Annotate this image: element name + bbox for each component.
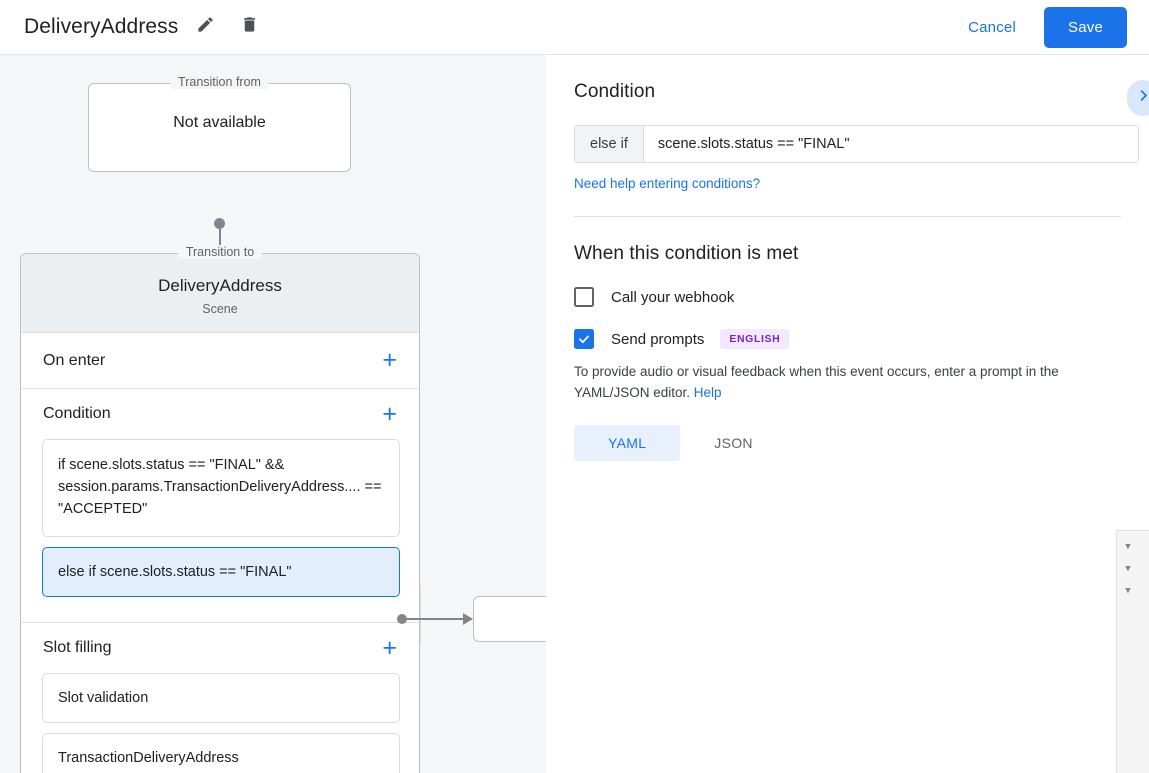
fold-arrow-icon[interactable]: ▼ (1125, 586, 1131, 596)
details-panel: Condition else if scene.slots.status == … (546, 55, 1149, 773)
line-number: 1 (1139, 540, 1149, 555)
chevron-right-icon (1136, 88, 1149, 108)
transition-from-card: Transition from Not available (88, 75, 351, 172)
line-number: 2 (1139, 562, 1149, 577)
gutter-line[interactable]: ▼1 (1117, 536, 1149, 558)
slot-item-transaction-delivery-address[interactable]: TransactionDeliveryAddress (42, 733, 400, 773)
transition-to-header: Transition to DeliveryAddress Scene (21, 245, 419, 333)
connector-dot (214, 218, 225, 229)
transition-from-value: Not available (173, 114, 266, 131)
delete-button[interactable] (232, 10, 266, 44)
section-condition-title: Condition (43, 405, 111, 422)
prompts-help-link[interactable]: Help (693, 385, 722, 400)
canvas-guide-line (420, 585, 421, 645)
section-slot-filling-title: Slot filling (43, 639, 112, 656)
section-on-enter-title: On enter (43, 351, 106, 369)
collapse-panel-button[interactable] (1127, 80, 1149, 116)
condition-help-link[interactable]: Need help entering conditions? (574, 176, 761, 191)
prompts-hint: To provide audio or visual feedback when… (574, 361, 1121, 403)
cancel-button[interactable]: Cancel (968, 18, 1016, 36)
panel-divider (574, 216, 1121, 217)
edge-source-dot (397, 614, 407, 624)
language-badge: ENGLISH (720, 329, 790, 349)
add-condition-icon[interactable]: + (382, 399, 397, 428)
call-webhook-checkbox[interactable] (574, 287, 594, 307)
edge-line (405, 618, 468, 620)
when-met-heading: When this condition is met (574, 243, 799, 264)
pencil-icon (196, 15, 215, 39)
tab-json[interactable]: JSON (714, 435, 753, 451)
condition-input-group[interactable]: else if scene.slots.status == "FINAL" (574, 125, 1139, 163)
condition-item-if[interactable]: if scene.slots.status == "FINAL" && sess… (42, 439, 400, 537)
webhook-row[interactable]: Call your webhook (574, 287, 1121, 307)
condition-section: Condition else if scene.slots.status == … (546, 55, 1149, 217)
yaml-editor[interactable]: ▼1 ▼2 ▼3 4 5 candidates: - first_simple:… (1116, 530, 1149, 773)
transition-to-card: Transition to DeliveryAddress Scene On e… (20, 245, 420, 773)
save-button[interactable]: Save (1044, 6, 1127, 48)
send-prompts-label: Send prompts (611, 330, 705, 348)
condition-item-else-if[interactable]: else if scene.slots.status == "FINAL" (42, 547, 400, 597)
section-condition: Condition + if scene.slots.status == "FI… (21, 389, 419, 623)
add-on-enter-icon[interactable]: + (382, 346, 397, 374)
when-condition-met-section: When this condition is met Call your web… (546, 217, 1149, 461)
line-number: 3 (1139, 584, 1149, 599)
scene-name: DeliveryAddress (158, 276, 282, 295)
editor-format-tabs: YAML JSON (574, 425, 1121, 461)
flow-canvas: Transition from Not available Transition… (0, 55, 546, 773)
call-webhook-label: Call your webhook (611, 288, 735, 306)
slot-item-validation[interactable]: Slot validation (42, 673, 400, 723)
editor-gutter: ▼1 ▼2 ▼3 4 5 (1117, 531, 1149, 773)
section-slot-filling: Slot filling + Slot validation Transacti… (21, 623, 419, 773)
scene-type: Scene (202, 302, 238, 316)
line-number: 5 (1139, 628, 1149, 643)
send-prompts-checkbox[interactable] (574, 329, 594, 349)
edit-name-button[interactable] (188, 10, 222, 44)
add-slot-filling-icon[interactable]: + (382, 633, 397, 662)
gutter-line[interactable]: ▼3 (1117, 580, 1149, 602)
section-slot-filling-header[interactable]: Slot filling + (21, 623, 419, 673)
edge-arrow-icon (463, 613, 473, 625)
condition-prefix: else if (575, 126, 644, 162)
gutter-line[interactable]: 5 (1117, 624, 1149, 646)
check-icon (579, 335, 589, 344)
fold-arrow-icon[interactable]: ▼ (1125, 542, 1131, 552)
edge-target-node[interactable] (473, 596, 546, 642)
send-prompts-row[interactable]: Send prompts ENGLISH (574, 329, 1121, 349)
gutter-line[interactable]: 4 (1117, 602, 1149, 624)
condition-expression-input[interactable]: scene.slots.status == "FINAL" (643, 126, 1138, 162)
page-title: DeliveryAddress (24, 15, 179, 38)
fold-arrow-icon[interactable]: ▼ (1125, 564, 1131, 574)
section-condition-header[interactable]: Condition + (21, 389, 419, 439)
line-number: 4 (1139, 606, 1149, 621)
section-on-enter[interactable]: On enter + (21, 333, 419, 389)
top-bar: DeliveryAddress Cancel Save (0, 0, 1149, 55)
gutter-line[interactable]: ▼2 (1117, 558, 1149, 580)
trash-icon (240, 15, 259, 39)
transition-to-legend: Transition to (177, 245, 263, 259)
prompts-hint-text: To provide audio or visual feedback when… (574, 364, 1059, 400)
condition-heading: Condition (574, 81, 656, 102)
transition-from-legend: Transition from (170, 75, 269, 89)
tab-yaml[interactable]: YAML (574, 425, 681, 461)
